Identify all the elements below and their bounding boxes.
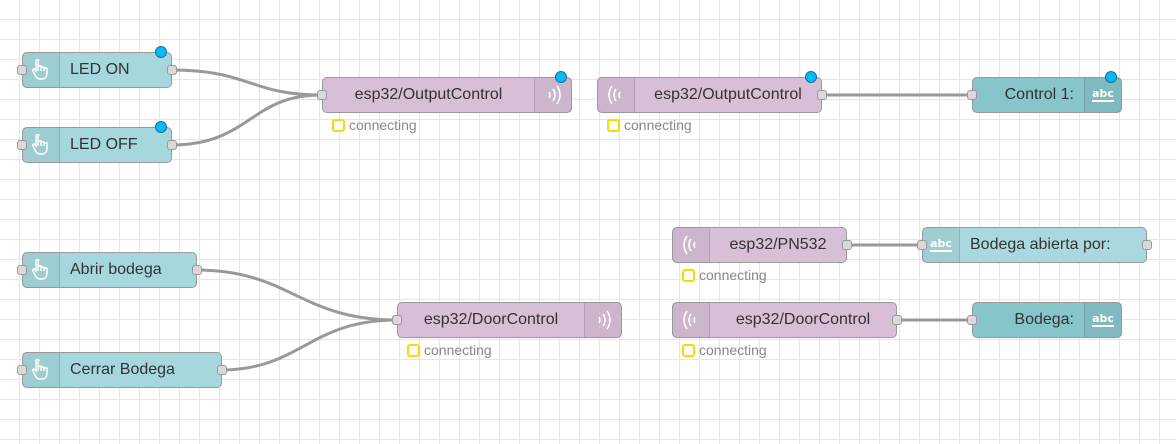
node-label: LED OFF <box>70 136 138 153</box>
radio-waves-icon <box>598 78 635 112</box>
status-ring-icon <box>682 343 695 357</box>
mqtt-out-node-outputcontrol[interactable]: esp32/OutputControl <box>317 71 572 113</box>
wire-abrir <box>195 268 397 322</box>
changed-indicator <box>555 71 567 83</box>
node-label: esp32/OutputControl <box>354 86 503 103</box>
status-ring-icon <box>607 118 620 132</box>
text-node-bodega-abierta[interactable]: abc Bodega abierta por: <box>917 227 1152 263</box>
output-port[interactable] <box>817 90 827 100</box>
status-text: connecting <box>699 342 767 358</box>
hand-pointer-icon[interactable] <box>23 253 60 287</box>
mqtt-in-node-doorcontrol[interactable]: esp32/DoorControl <box>672 302 902 338</box>
inject-node-led-off[interactable]: LED OFF <box>17 121 177 163</box>
wire-cerrar <box>220 318 397 372</box>
node-label: Bodega: <box>1014 311 1074 328</box>
inject-node-abrir-bodega[interactable]: Abrir bodega <box>17 252 202 288</box>
node-label: esp32/OutputControl <box>654 86 802 103</box>
status-connecting: connecting <box>407 342 492 358</box>
status-connecting: connecting <box>332 117 417 133</box>
radio-waves-icon <box>673 303 710 337</box>
status-connecting: connecting <box>607 117 692 133</box>
input-port[interactable] <box>967 315 977 325</box>
node-label: esp32/DoorControl <box>423 311 559 328</box>
wire-led-on <box>170 68 322 97</box>
output-port[interactable] <box>167 65 177 75</box>
node-label: Bodega abierta por: <box>970 236 1111 253</box>
changed-indicator <box>155 46 167 58</box>
input-port[interactable] <box>392 315 402 325</box>
input-port[interactable] <box>17 365 27 375</box>
radio-waves-icon <box>534 78 571 112</box>
inject-node-cerrar-bodega[interactable]: Cerrar Bodega <box>17 352 227 388</box>
input-port[interactable] <box>17 140 27 150</box>
node-label: Cerrar Bodega <box>70 361 175 378</box>
changed-indicator <box>155 121 167 133</box>
abc-text-icon: abc <box>1084 303 1121 337</box>
hand-pointer-icon[interactable] <box>23 53 60 87</box>
node-label: esp32/PN532 <box>729 236 827 253</box>
node-label: Control 1: <box>1004 86 1074 103</box>
status-ring-icon <box>682 268 695 282</box>
wire-led-off <box>170 93 322 147</box>
input-port[interactable] <box>917 240 927 250</box>
output-port[interactable] <box>217 365 227 375</box>
node-label: esp32/DoorControl <box>735 311 871 328</box>
inject-node-led-on[interactable]: LED ON <box>17 46 177 88</box>
hand-pointer-icon[interactable] <box>23 128 60 162</box>
output-port[interactable] <box>1142 240 1152 250</box>
text-node-bodega[interactable]: Bodega: abc <box>967 302 1122 338</box>
status-connecting: connecting <box>682 342 767 358</box>
hand-pointer-icon[interactable] <box>23 353 60 387</box>
status-text: connecting <box>699 267 767 283</box>
status-ring-icon <box>332 118 345 132</box>
abc-text-icon: abc <box>1084 78 1121 112</box>
abc-text-icon: abc <box>923 228 960 262</box>
input-port[interactable] <box>317 90 327 100</box>
input-port[interactable] <box>967 90 977 100</box>
mqtt-in-node-pn532[interactable]: esp32/PN532 <box>672 227 852 263</box>
changed-indicator <box>805 71 817 83</box>
status-text: connecting <box>349 117 417 133</box>
output-port[interactable] <box>192 265 202 275</box>
status-text: connecting <box>424 342 492 358</box>
output-port[interactable] <box>842 240 852 250</box>
node-label: LED ON <box>70 61 130 78</box>
radio-waves-icon <box>673 228 710 262</box>
output-port[interactable] <box>892 315 902 325</box>
changed-indicator <box>1105 71 1117 83</box>
mqtt-in-node-outputcontrol[interactable]: esp32/OutputControl <box>597 71 827 113</box>
mqtt-out-node-doorcontrol[interactable]: esp32/DoorControl <box>392 302 622 338</box>
output-port[interactable] <box>167 140 177 150</box>
radio-waves-icon <box>584 303 621 337</box>
status-text: connecting <box>624 117 692 133</box>
input-port[interactable] <box>17 65 27 75</box>
node-label: Abrir bodega <box>70 261 162 278</box>
input-port[interactable] <box>17 265 27 275</box>
status-connecting: connecting <box>682 267 767 283</box>
status-ring-icon <box>407 343 420 357</box>
text-node-control-1[interactable]: Control 1: abc <box>967 71 1122 113</box>
